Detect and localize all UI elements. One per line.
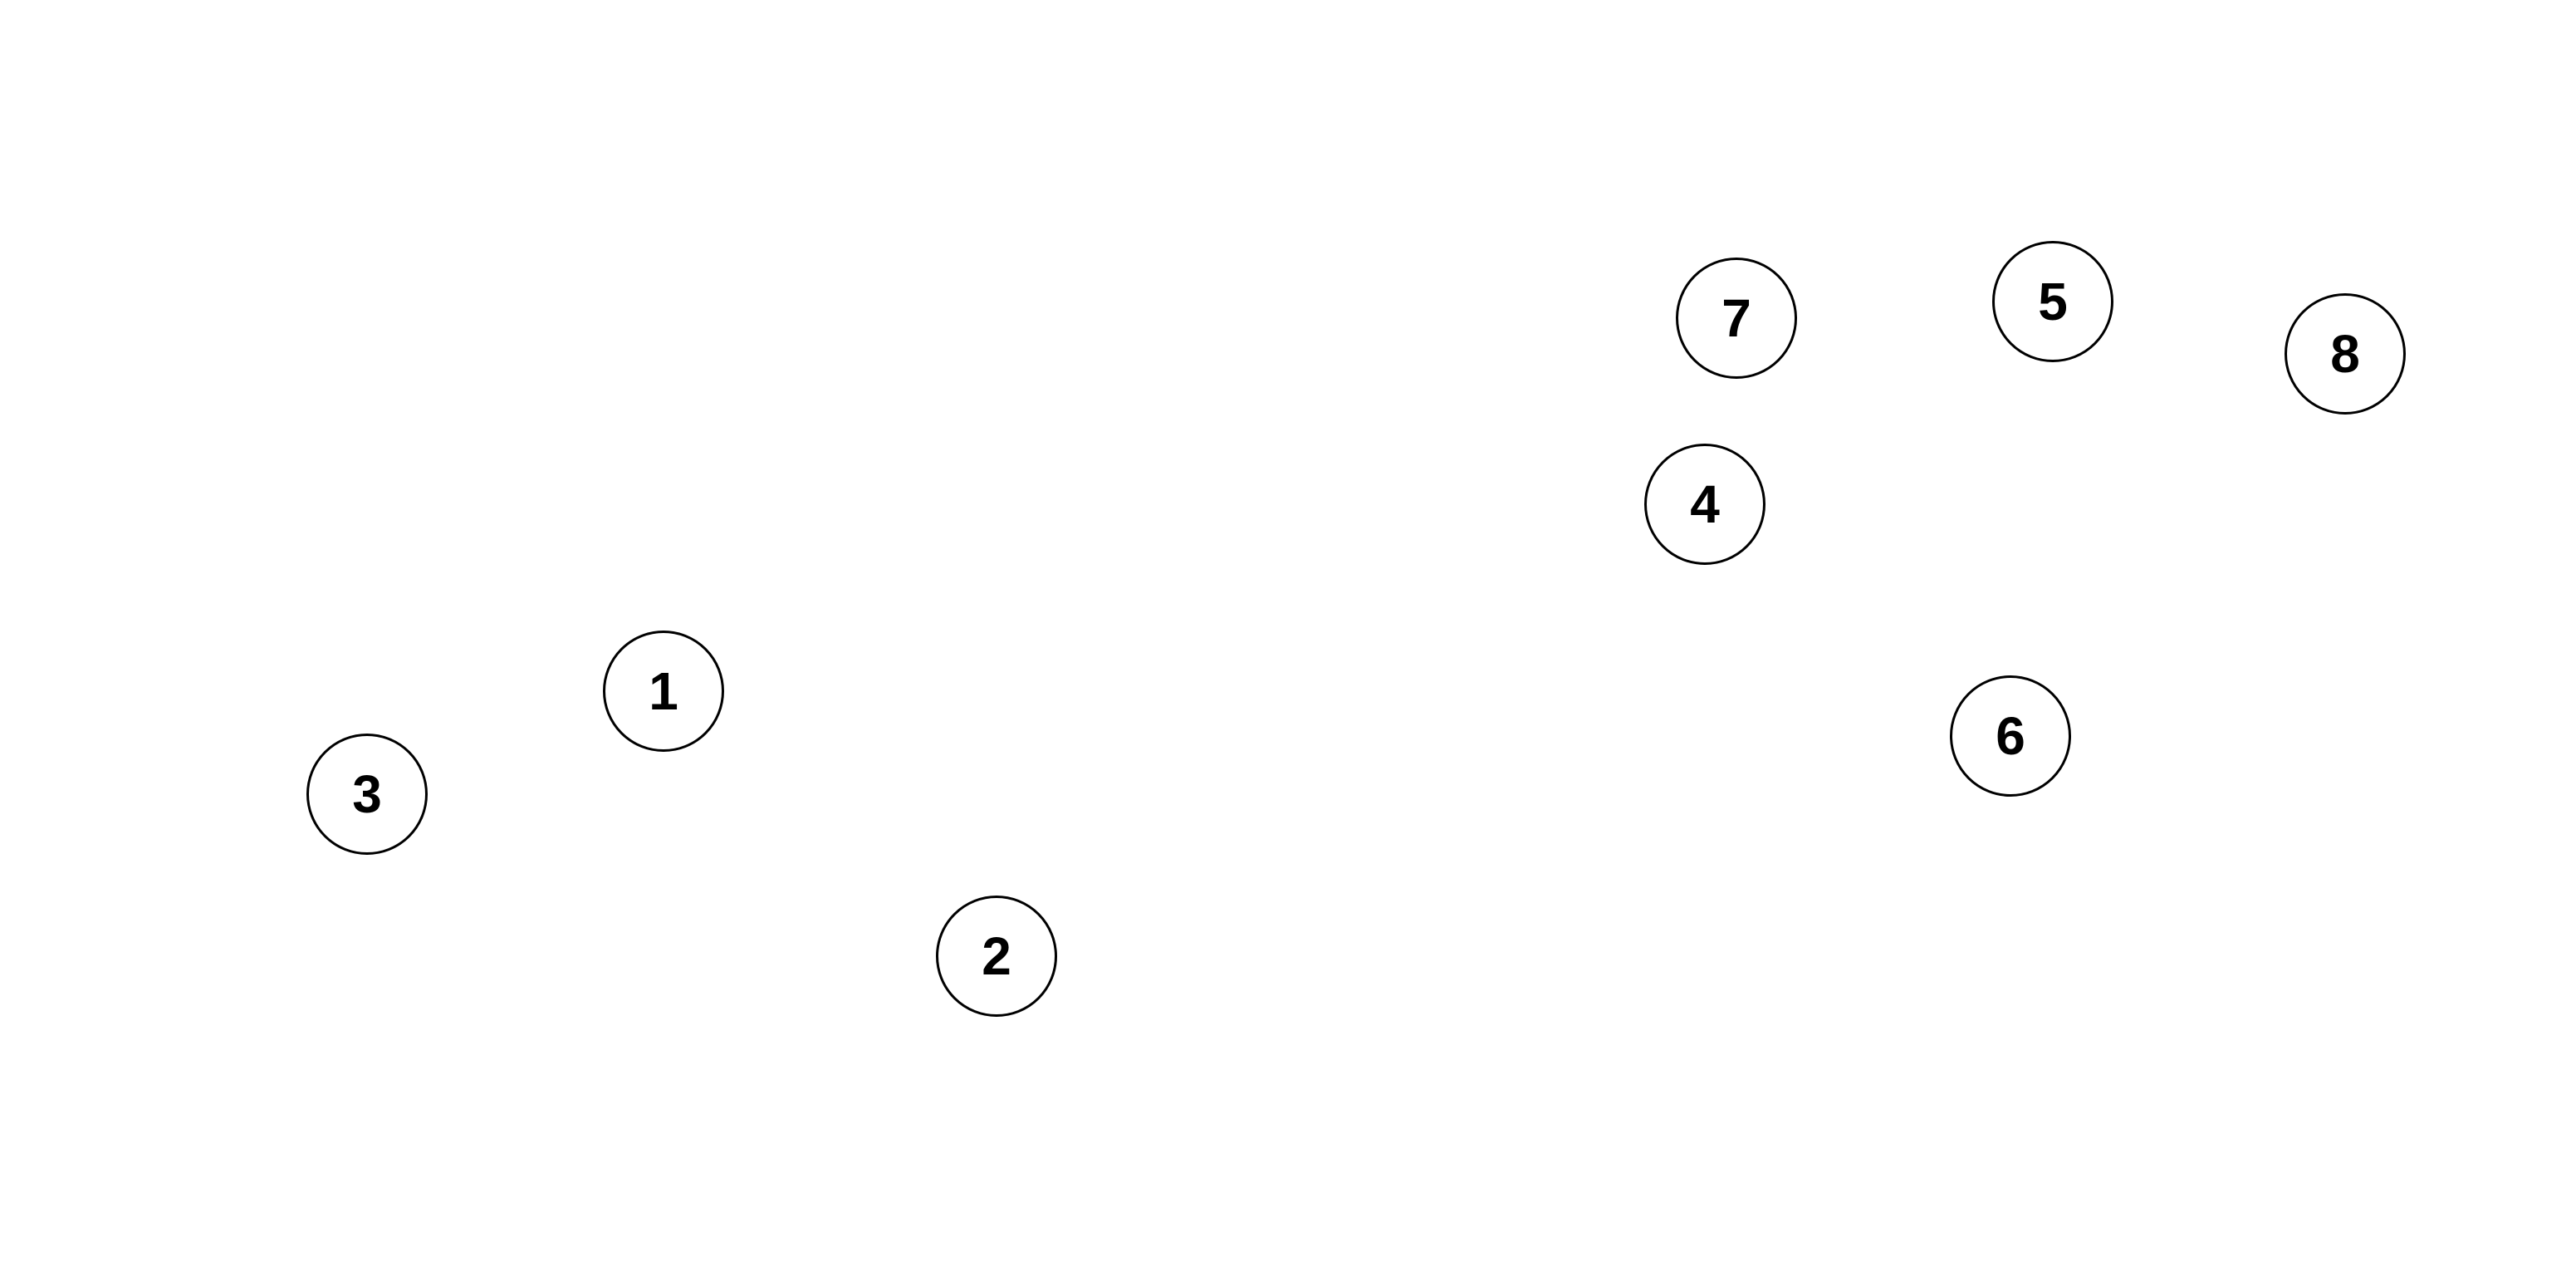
node-label: 2: [982, 926, 1011, 986]
node-7: 7: [1676, 258, 1797, 379]
node-6: 6: [1950, 675, 2071, 797]
node-label: 5: [2038, 272, 2068, 331]
node-5: 5: [1992, 241, 2113, 362]
node-4: 4: [1644, 444, 1765, 565]
node-8: 8: [2285, 293, 2406, 415]
node-1: 1: [603, 631, 724, 752]
node-3: 3: [306, 734, 428, 855]
node-label: 6: [1996, 706, 2025, 766]
node-label: 7: [1721, 288, 1751, 348]
node-label: 8: [2330, 324, 2360, 384]
node-label: 1: [649, 661, 678, 721]
node-label: 4: [1690, 474, 1720, 534]
node-label: 3: [352, 764, 382, 824]
node-2: 2: [936, 896, 1057, 1017]
